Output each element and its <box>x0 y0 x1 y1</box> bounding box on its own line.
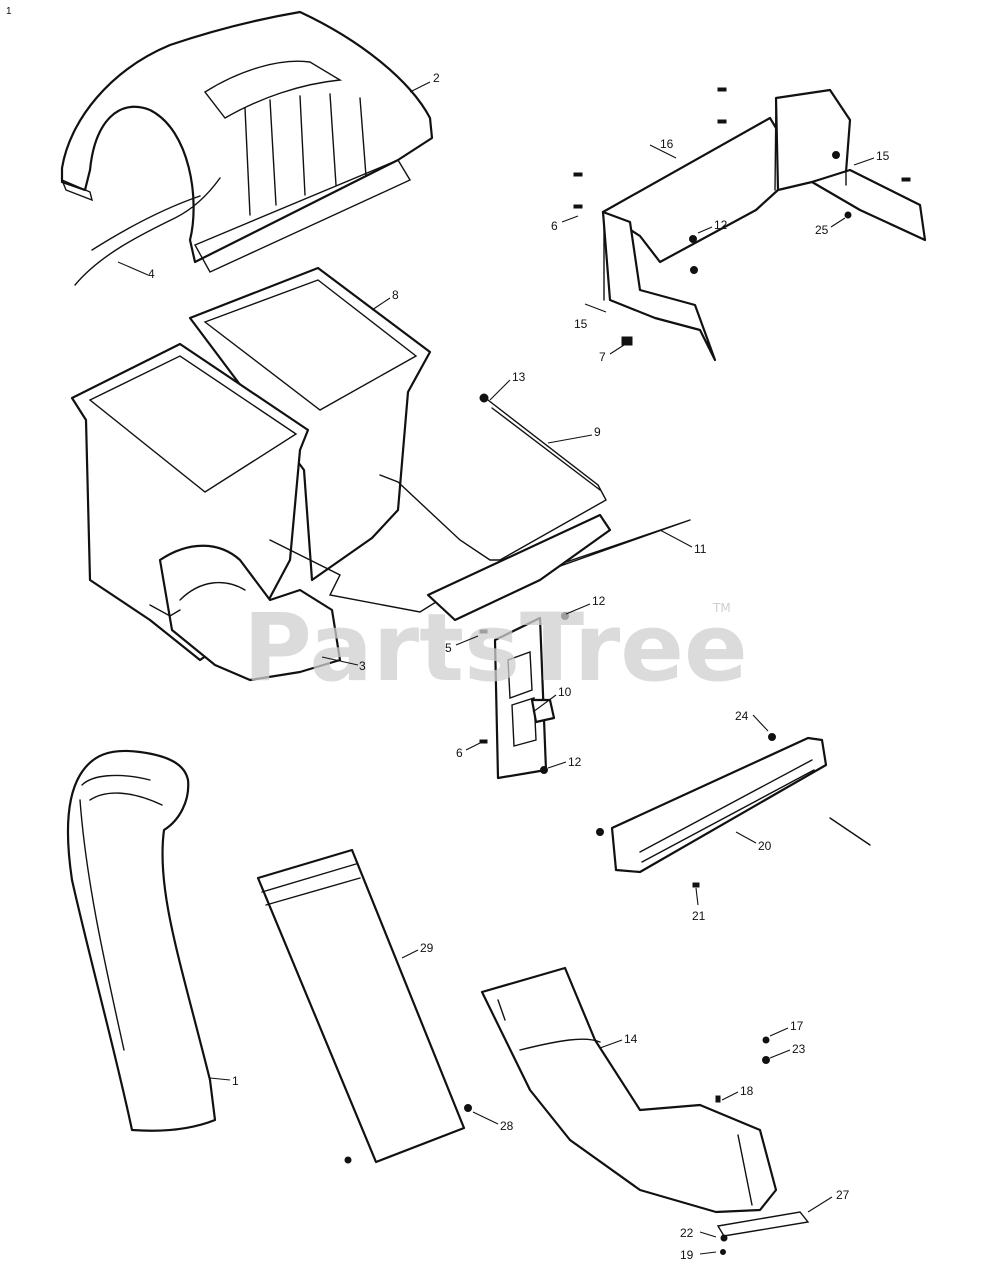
watermark-trademark: TM <box>712 601 731 615</box>
callout-6-a: 6 <box>551 219 558 233</box>
weight-bar[interactable] <box>610 736 871 874</box>
callout-16: 16 <box>660 137 674 151</box>
callout-6-b: 6 <box>456 746 463 760</box>
callout-12-a: 12 <box>592 594 606 608</box>
callout-15-a: 15 <box>876 149 890 163</box>
callout-17: 17 <box>790 1019 804 1033</box>
strap[interactable] <box>716 1211 810 1237</box>
callout-10: 10 <box>558 685 572 699</box>
callout-4: 4 <box>148 267 155 281</box>
callout-23: 23 <box>792 1042 806 1056</box>
curved-chute[interactable] <box>66 749 217 1132</box>
callout-5: 5 <box>445 641 452 655</box>
callout-27: 27 <box>836 1188 850 1202</box>
callout-3: 3 <box>359 659 366 673</box>
straight-tube[interactable] <box>256 848 466 1164</box>
elbow-adapter[interactable] <box>480 966 778 1214</box>
callout-9: 9 <box>594 425 601 439</box>
callout-18: 18 <box>740 1084 754 1098</box>
callout-12-b: 12 <box>714 218 728 232</box>
bagger-cover[interactable] <box>60 10 434 273</box>
leader-lines <box>117 81 875 1255</box>
callout-labels: 2 4 8 13 9 11 12 5 3 10 6 12 16 15 6 12 … <box>148 71 890 1262</box>
callout-12-c: 12 <box>568 755 582 769</box>
callout-19: 19 <box>680 1248 694 1262</box>
callout-24: 24 <box>735 709 749 723</box>
cover-flap[interactable] <box>74 177 221 286</box>
page-number: 1 <box>6 6 12 17</box>
callout-14: 14 <box>624 1032 638 1046</box>
bracket-hardware[interactable] <box>573 87 911 346</box>
callout-20: 20 <box>758 839 772 853</box>
callout-8: 8 <box>392 288 399 302</box>
callout-11: 11 <box>694 542 707 556</box>
callout-13: 13 <box>512 370 526 384</box>
callout-1: 1 <box>232 1074 239 1088</box>
callout-29: 29 <box>420 941 434 955</box>
bag-housing[interactable] <box>70 266 432 682</box>
frame-bracket[interactable] <box>601 88 927 362</box>
watermark-text: PartsTree <box>243 594 748 703</box>
callout-7: 7 <box>599 350 606 364</box>
callout-2: 2 <box>433 71 440 85</box>
callout-25: 25 <box>815 223 829 237</box>
mounting-plate[interactable] <box>426 513 612 780</box>
callout-28: 28 <box>500 1119 514 1133</box>
callout-22: 22 <box>680 1226 694 1240</box>
watermark: PartsTree TM <box>243 594 748 703</box>
callout-21: 21 <box>692 909 706 923</box>
callout-15-b: 15 <box>574 317 588 331</box>
hardware-small[interactable] <box>344 393 776 1255</box>
